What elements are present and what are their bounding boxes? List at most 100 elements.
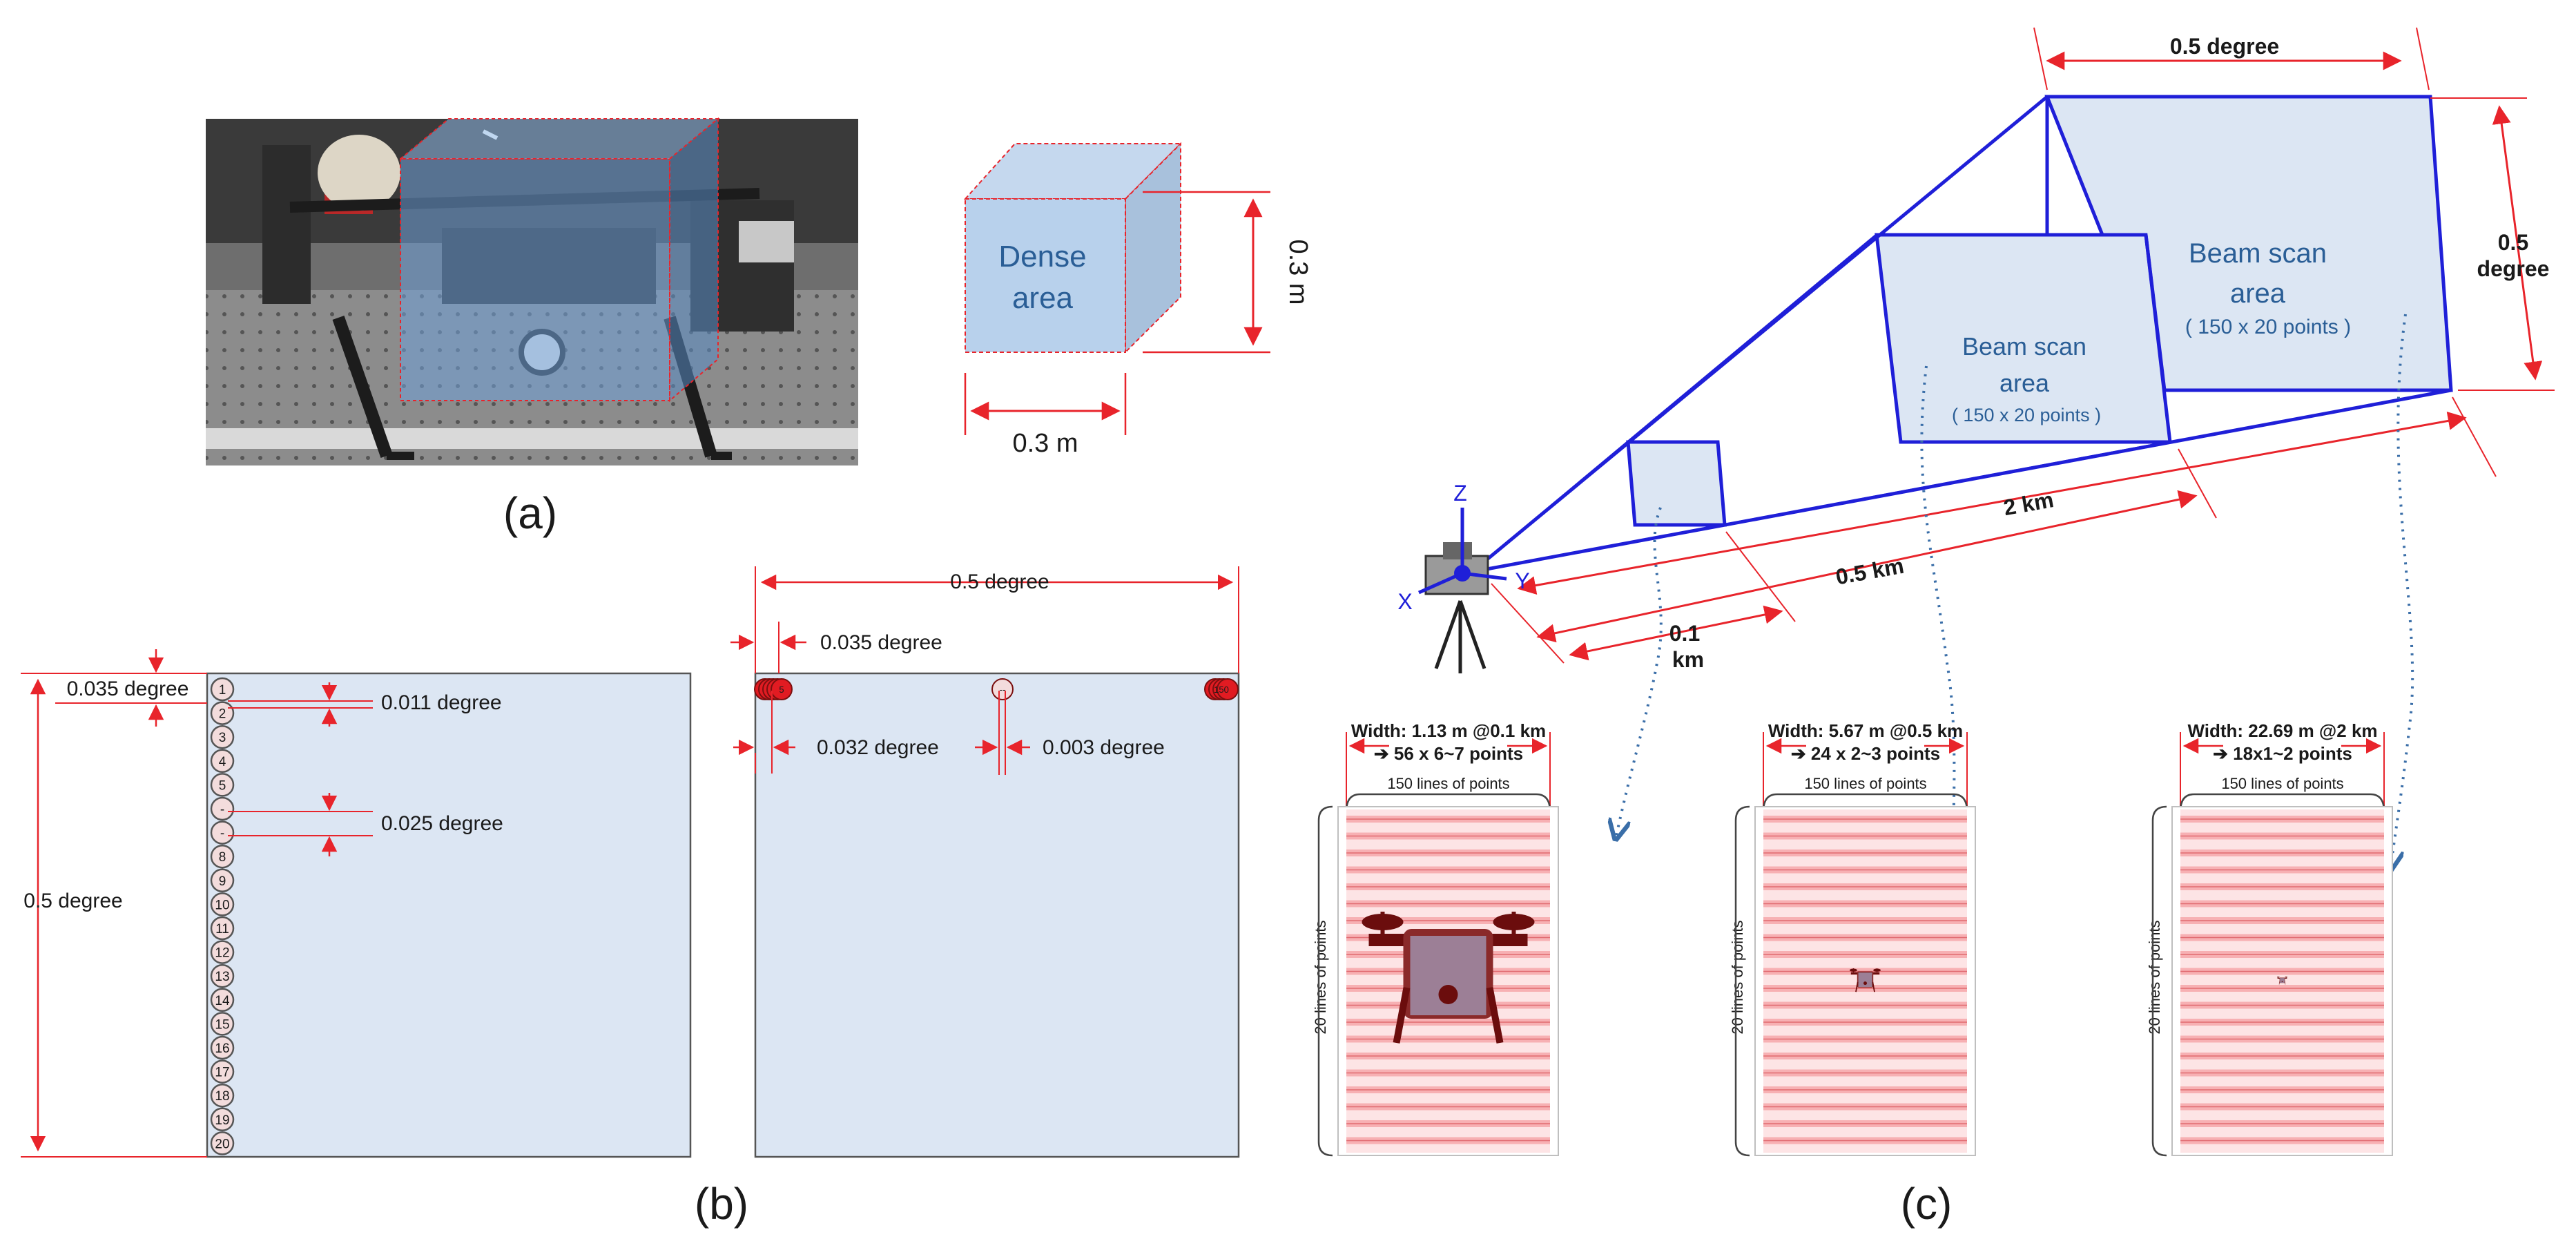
beam-frustum [1471,95,2453,574]
scan-lines-label-2: 150 lines of points [2221,775,2343,792]
scan-graphics-1 [1734,732,1976,1157]
row-label: - [220,803,224,817]
left-row-gap-label: 0.011 degree [381,691,502,714]
row-label: 10 [215,898,229,912]
row-circle [210,1035,235,1060]
row-circle [210,868,235,893]
axis-y-label: Y [1515,568,1529,593]
row-marker: - [210,820,235,845]
row-circle [210,963,235,988]
drone-silhouette [1362,912,1535,1044]
row-label: 13 [215,970,229,984]
marker-group-0: 5 [754,678,793,700]
drone-photo [206,117,858,465]
row-marker: 18 [210,1083,235,1108]
scan-points-2: ➔ 18x1~2 points [2213,743,2352,764]
marker-label: 5 [779,684,784,695]
cube-width-dimension: 0.3 m [964,373,1127,458]
angle-right-dimension: 0.5 degree [2430,97,2555,391]
row-label: 3 [219,731,226,745]
left-top-offset-label: 0.035 degree [67,678,189,700]
cube-height-dimension: 0.3 m [1143,191,1313,354]
panel-a: Dense area 0.3 m 0.3 m (a) [206,117,1313,538]
row-marker: - [210,796,235,821]
right-offset-label: 0.035 degree [820,631,942,654]
scan-rows-label-2: 20 lines of points [2146,920,2163,1034]
left-total-label: 0.5 degree [23,890,122,912]
cube-label-2: area [1012,281,1074,315]
mid-area-points: ( 150 x 20 points ) [1952,405,2101,425]
row-marker: 10 [210,892,235,916]
scan-width-2: Width: 22.69 m @2 km [2187,720,2377,741]
row-label: 18 [215,1089,229,1104]
row-circle [210,1107,235,1132]
angle-right-line1: 0.5 [2498,230,2528,255]
row-marker: 20 [210,1131,235,1155]
scan-rows-label-1: 20 lines of points [1729,920,1746,1034]
row-marker: 9 [210,868,235,893]
row-circle [210,1012,235,1036]
scan-graphics-0 [1317,732,1559,1157]
dist-mid-label: 0.5 km [1834,553,1906,590]
row-marker: 13 [210,963,235,988]
right-gap-label: 0.003 degree [1043,736,1165,759]
left-skip-gap-label: 0.025 degree [381,812,503,835]
scan-points-0: ➔ 56 x 6~7 points [1374,743,1523,764]
row-marker: 19 [210,1107,235,1132]
dist-far-label: 2 km [2002,487,2055,520]
scan-rows-label-0: 20 lines of points [1312,920,1329,1034]
scan-panel-1: Width: 5.67 m @0.5 km ➔ 24 x 2~3 points … [1729,720,1976,1157]
row-marker: 5 [210,773,235,797]
row-label: 17 [215,1066,229,1080]
row-marker: 11 [210,916,235,941]
mid-area-line2: area [1999,369,2050,397]
scan-panel-0: Width: 1.13 m @0.1 km ➔ 56 x 6~7 points … [1312,720,1559,1157]
row-circle [210,1059,235,1084]
drone-silhouette [2277,977,2287,985]
row-circle [210,677,235,702]
far-area-line1: Beam scan [2189,238,2327,269]
dist-near-line2: km [1672,647,1704,672]
caption-c: (c) [1901,1179,1953,1229]
right-markers: 5 -- 150 [754,678,1239,700]
row-circle [210,844,235,869]
row-label: 20 [215,1137,229,1151]
row-label: 9 [219,874,226,889]
row-label: 4 [219,755,226,769]
right-spacing-label: 0.032 degree [817,736,939,759]
scan-graphics-2 [2151,732,2393,1157]
distance-dimensions: 2 km 0.5 km 0.1 km [1491,396,2497,672]
row-circle [210,749,235,774]
dense-area-cube: Dense area [963,142,1183,354]
row-circle [210,724,235,749]
beam-marker [771,678,793,700]
marker-group-1: -- [991,678,1014,700]
row-label: 11 [215,922,229,937]
row-circle [210,1083,235,1108]
caption-a: (a) [503,488,557,538]
scan-panels: Width: 1.13 m @0.1 km ➔ 56 x 6~7 points … [1312,720,2393,1157]
row-label: 8 [219,850,226,865]
scan-lines-label-0: 150 lines of points [1387,775,1509,792]
row-label: 2 [219,707,226,722]
row-label: 1 [219,683,226,698]
angle-top-label: 0.5 degree [2170,34,2279,59]
far-area-points: ( 150 x 20 points ) [2185,316,2351,338]
row-label: 16 [215,1041,229,1056]
right-total-label: 0.5 degree [950,570,1049,593]
row-marker: 14 [210,988,235,1012]
marker-label: -- [1000,684,1006,695]
row-circle [210,773,235,797]
axis-z-label: Z [1453,481,1467,506]
leader-arrows [1616,314,2414,870]
row-label: 14 [215,994,230,1008]
row-circle [210,1131,235,1155]
axis-x-label: X [1397,589,1412,614]
scan-lines-label-1: 150 lines of points [1804,775,1926,792]
row-marker: 1 [210,677,235,702]
marker-label: 150 [1214,684,1229,695]
row-circle [210,988,235,1012]
row-marker: 12 [210,940,235,964]
